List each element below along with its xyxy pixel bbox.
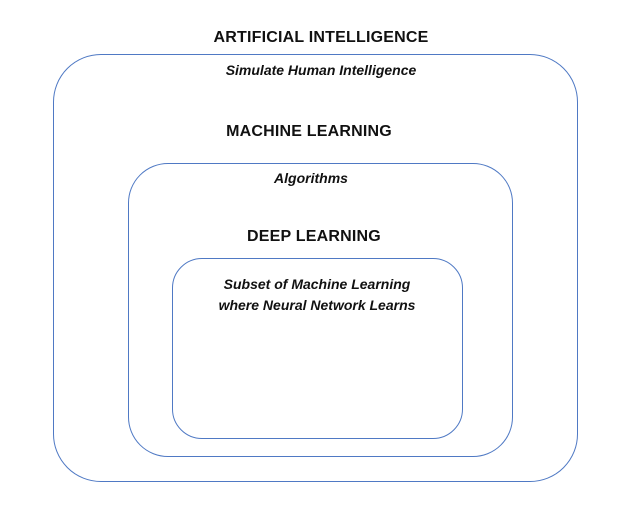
dl-box <box>172 258 463 439</box>
ai-description: Simulate Human Intelligence <box>225 62 417 78</box>
dl-title: DEEP LEARNING <box>247 228 381 245</box>
ai-box <box>53 54 578 482</box>
ml-box <box>128 163 513 457</box>
dl-description-line-1: Subset of Machine Learning <box>223 276 411 292</box>
dl-description: Subset of Machine Learning where Neural … <box>219 274 416 316</box>
ai-title: ARTIFICIAL INTELLIGENCE <box>213 29 429 46</box>
ml-title: MACHINE LEARNING <box>226 123 392 140</box>
ml-description: Algorithms <box>274 170 348 186</box>
dl-description-line-2: where Neural Network Learns <box>218 297 416 313</box>
